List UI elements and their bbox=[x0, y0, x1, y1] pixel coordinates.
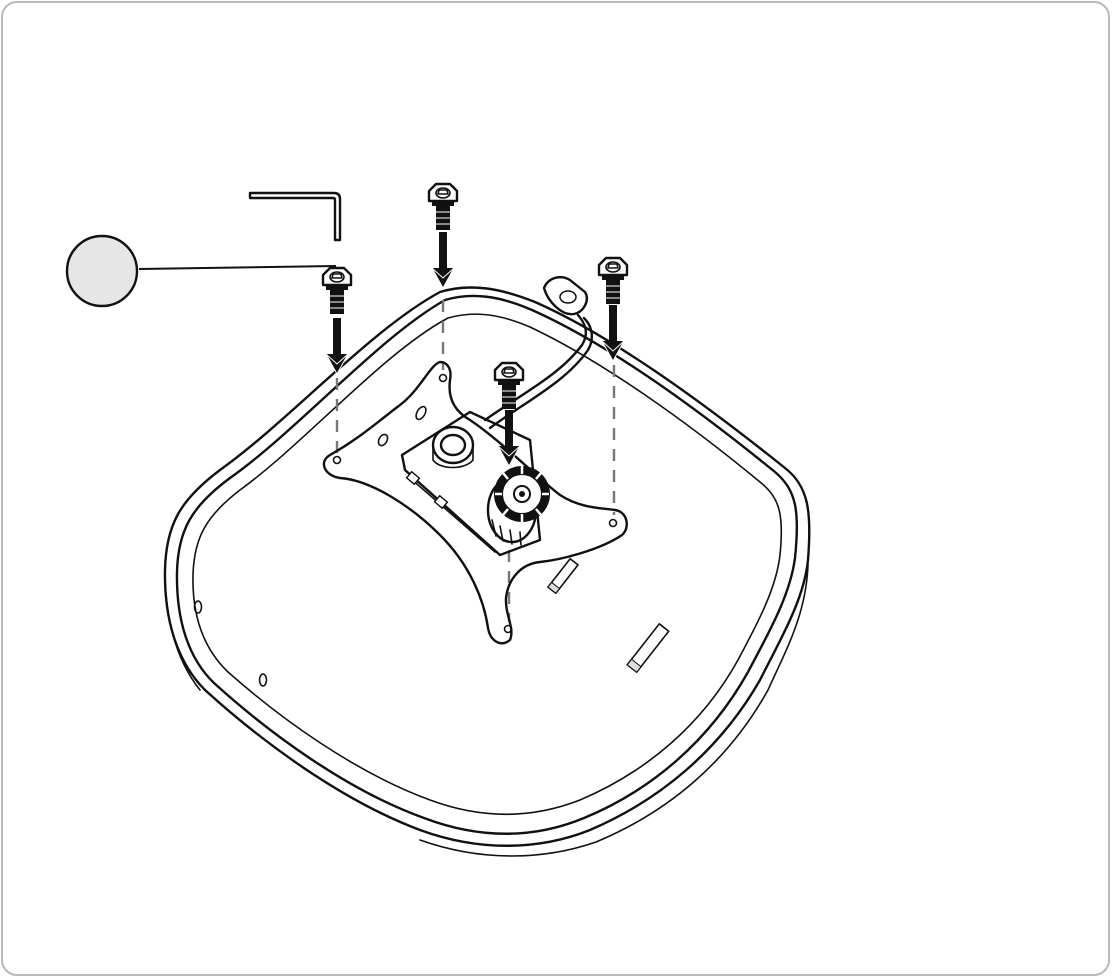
seat-icon bbox=[163, 286, 811, 857]
step-callout bbox=[65, 234, 337, 308]
allen-key-icon bbox=[248, 191, 342, 242]
alignment-guides bbox=[335, 300, 616, 622]
chair-mechanism-icon bbox=[322, 276, 628, 645]
